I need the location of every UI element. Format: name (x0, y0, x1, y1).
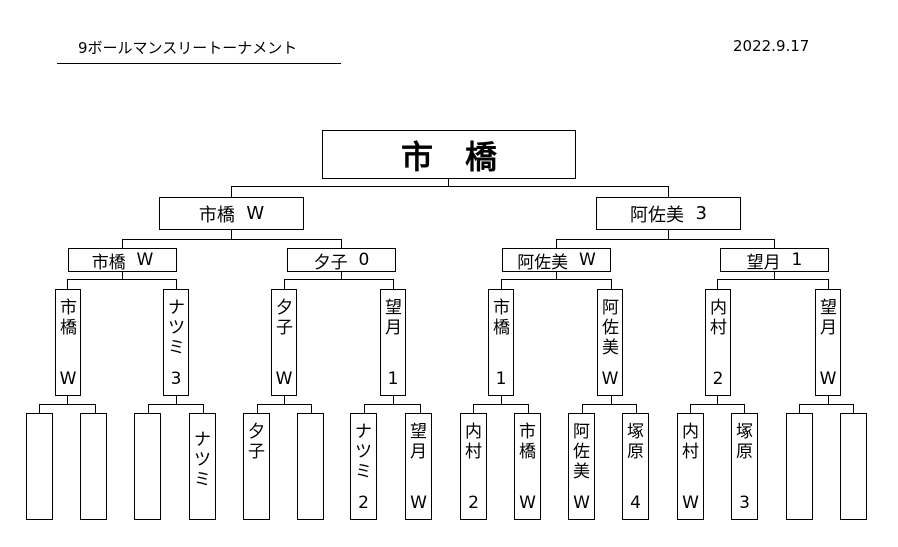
round2-box: 阿佐美 W (597, 289, 623, 396)
round1-score: W (519, 493, 536, 513)
quarterfinal-box: 阿佐美 W (502, 248, 611, 273)
round1-box (786, 413, 813, 520)
round1-name: 阿佐美 (573, 422, 590, 482)
quarterfinal-score: 1 (791, 250, 803, 270)
round1-box (134, 413, 161, 520)
round1-score: 4 (630, 493, 641, 513)
round1-box: ナツミ 2 (350, 413, 377, 520)
round1-box (26, 413, 53, 520)
round1-box (297, 413, 324, 520)
round1-score: 2 (358, 493, 369, 513)
round1-name: 塚原 (627, 422, 644, 462)
round1-name: 望月 (410, 422, 427, 462)
round1-box: 夕子 (243, 413, 270, 520)
round2-score: W (601, 369, 619, 389)
title-underline (57, 63, 341, 64)
semifinal-name: 市橋 (198, 204, 235, 226)
round1-box: 内村 W (677, 413, 704, 520)
champion-box: 市 橋 (322, 130, 576, 179)
round1-name: ナツミ (355, 422, 372, 482)
tournament-date: 2022.9.17 (733, 37, 810, 55)
round1-name: 市橋 (519, 422, 536, 462)
round2-score: W (59, 369, 77, 389)
quarterfinal-box: 夕子 0 (287, 248, 396, 273)
round2-name: 阿佐美 (602, 298, 619, 358)
round1-name: ナツミ (194, 430, 211, 490)
semifinal-score: 3 (695, 203, 707, 224)
round2-name: 望月 (385, 298, 402, 338)
champion-name: 市 橋 (400, 137, 497, 176)
round2-score: 1 (495, 369, 507, 389)
round1-name: 内村 (682, 422, 699, 462)
tournament-title: 9ボールマンスリートーナメント (78, 39, 298, 57)
semifinal-box: 阿佐美 3 (596, 197, 741, 230)
round2-score: W (275, 369, 293, 389)
round1-box: ナツミ (189, 413, 216, 520)
round2-score: 2 (712, 369, 724, 389)
round2-name: 市橋 (60, 298, 77, 338)
quarterfinal-name: 望月 (746, 252, 781, 273)
round1-score: W (410, 493, 427, 513)
round1-box: 塚原 4 (622, 413, 649, 520)
quarterfinal-box: 市橋 W (68, 248, 177, 273)
round2-box: 市橋 1 (488, 289, 514, 396)
round2-name: 夕子 (276, 298, 293, 338)
semifinal-name: 阿佐美 (630, 204, 685, 226)
round1-score: W (682, 493, 699, 513)
round2-box: 夕子 W (271, 289, 297, 396)
quarterfinal-score: W (579, 250, 596, 270)
round1-box: 市橋 W (514, 413, 541, 520)
round1-name: 内村 (465, 422, 482, 462)
semifinal-box: 市橋 W (159, 197, 304, 230)
semifinal-score: W (246, 203, 265, 224)
quarterfinal-score: 0 (358, 250, 370, 270)
quarterfinal-name: 夕子 (313, 252, 348, 273)
round2-name: 望月 (820, 298, 837, 338)
round2-name: 市橋 (493, 298, 510, 338)
round1-box: 阿佐美 W (568, 413, 595, 520)
round2-score: W (819, 369, 837, 389)
round1-score: 2 (468, 493, 479, 513)
quarterfinal-box: 望月 1 (720, 248, 829, 273)
quarterfinal-name: 市橋 (91, 252, 126, 273)
round2-name: 内村 (710, 298, 727, 338)
quarterfinal-score: W (136, 250, 154, 270)
round2-score: 3 (170, 369, 182, 389)
round2-score: 1 (387, 369, 399, 389)
round1-box (840, 413, 867, 520)
round2-box: ナツミ 3 (163, 289, 189, 396)
round2-box: 望月 W (815, 289, 841, 396)
round2-box: 望月 1 (380, 289, 406, 396)
round1-name: 夕子 (248, 422, 265, 462)
round1-name: 塚原 (736, 422, 753, 462)
round2-box: 内村 2 (705, 289, 731, 396)
round1-score: W (573, 493, 590, 513)
round1-box (80, 413, 107, 520)
round1-box: 望月 W (405, 413, 432, 520)
round1-box: 塚原 3 (731, 413, 758, 520)
round1-score: 3 (739, 493, 750, 513)
round2-name: ナツミ (168, 298, 185, 358)
round2-box: 市橋 W (55, 289, 81, 396)
quarterfinal-name: 阿佐美 (517, 252, 569, 273)
round1-box: 内村 2 (460, 413, 487, 520)
